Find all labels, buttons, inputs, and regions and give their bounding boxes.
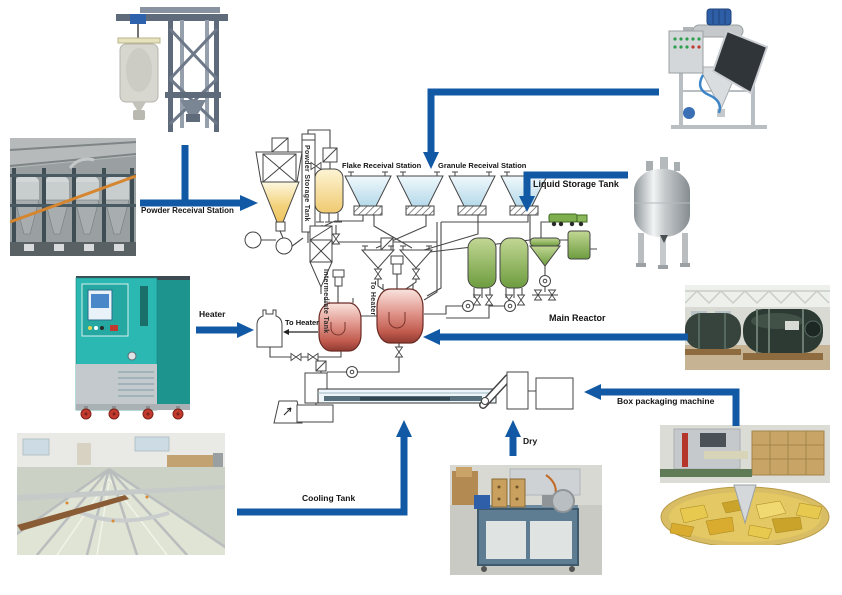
label-heater: Heater <box>199 309 226 319</box>
to-heater-arrow <box>283 329 289 335</box>
label-to-heater: To Heater <box>285 318 320 327</box>
extruder-machine-art <box>450 465 602 575</box>
intermediate-tank-symbol <box>318 302 362 352</box>
arrow-main-reactor <box>423 329 440 345</box>
liquid-storage-tank-art <box>634 157 690 269</box>
photo-extruder-machine <box>450 465 602 575</box>
packaging-area-art <box>660 425 830 545</box>
flow-arrows <box>140 88 740 516</box>
label-main-reactor: Main Reactor <box>549 313 606 323</box>
photo-heater-unit <box>62 268 204 420</box>
arrow-mixer-to-receival <box>423 152 439 169</box>
photo-cooling-tank-room <box>17 433 225 555</box>
heater-unit-art <box>75 276 190 420</box>
label-cooling-tank: Cooling Tank <box>302 493 356 503</box>
photo-liquid-storage-tank <box>628 155 700 270</box>
photo-powder-silos <box>10 138 136 256</box>
label-liquid-storage-tank: Liquid Storage Tank <box>533 179 619 189</box>
arrow-heater <box>237 322 254 338</box>
liquid-feed-group <box>462 213 591 312</box>
main-reactor-symbol <box>376 288 424 344</box>
label-flake-receival-station: Flake Receival Station <box>342 161 422 170</box>
reactor-group <box>256 237 434 378</box>
label-powder-storage-tank: Powder Storage Tank <box>303 145 310 222</box>
label-intermediate-tank: Intermediate Tank <box>322 269 329 334</box>
photo-main-reactor-vessels <box>685 285 830 370</box>
tanker-truck-symbol <box>548 213 588 227</box>
mixer-station-art <box>668 8 769 129</box>
blower-symbol <box>244 231 262 249</box>
arrow-liquid-storage <box>519 196 535 212</box>
powder-storage-tank-symbol <box>314 168 344 214</box>
cooling-tank-room-art <box>17 433 225 555</box>
powder-storage-group <box>244 133 344 289</box>
arrow-dry <box>505 420 521 437</box>
arrow-powder-receival <box>240 195 258 211</box>
heater-symbol <box>256 309 283 348</box>
label-dry: Dry <box>523 436 538 446</box>
photo-mixer-station <box>655 5 777 135</box>
powder-silos-art <box>10 138 136 256</box>
arrow-cooling-tank <box>396 420 412 437</box>
main-reactor-vessels-art <box>685 285 830 370</box>
cooling-line-group <box>273 371 574 424</box>
label-to-heater-vertical: To Heater <box>369 281 376 316</box>
blower-symbol <box>275 237 293 255</box>
label-granule-receival-station: Granule Receival Station <box>438 161 527 170</box>
big-bag-unloader-art <box>116 7 228 132</box>
receival-hoppers-group <box>344 171 548 216</box>
dryer-symbol <box>506 371 529 410</box>
label-box-packaging-machine: Box packaging machine <box>617 396 715 406</box>
arrow-box-packaging <box>584 384 601 400</box>
photo-packaging-area <box>660 425 830 545</box>
label-powder-receival-station: Powder Receival Station <box>141 206 234 215</box>
packaging-symbol <box>535 377 574 410</box>
photo-big-bag-unloader <box>110 4 232 144</box>
